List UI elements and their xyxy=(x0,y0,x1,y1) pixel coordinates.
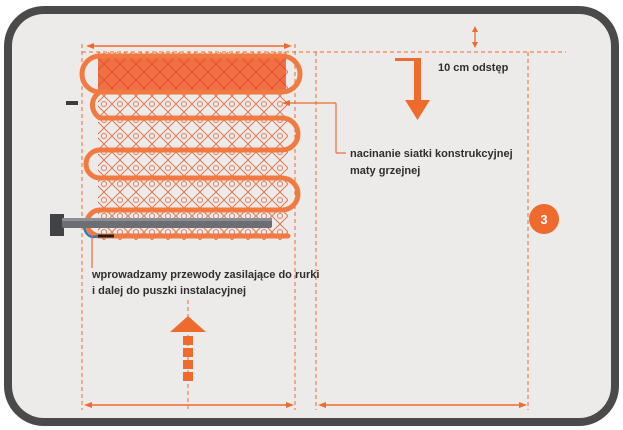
conduit-pipe-icon xyxy=(50,214,272,239)
spacing-vertical-arrow xyxy=(472,26,478,48)
mesh-cut-leader xyxy=(66,100,346,154)
mesh-cut-label-line1: nacinanie siatki konstrukcyjnej xyxy=(350,148,513,160)
top-dimension-arrow xyxy=(86,43,292,49)
step-number-badge: 3 xyxy=(529,204,559,234)
heating-mat-mesh-dense xyxy=(98,55,286,93)
spacing-label: 10 cm odstęp xyxy=(438,62,509,74)
arrow-up-icon xyxy=(170,316,206,381)
mesh-cut-label-line2: maty grzejnej xyxy=(350,165,421,177)
bottom-dimension-arrows xyxy=(84,402,527,408)
arrow-down-icon xyxy=(395,58,430,120)
wires-label-line2: i dalej do puszki instalacyjnej xyxy=(92,285,247,297)
heating-cable-top-loop xyxy=(79,53,103,95)
heating-cable xyxy=(83,53,303,239)
wires-label-line1: wprowadzamy przewody zasilające do rurki xyxy=(92,269,320,281)
